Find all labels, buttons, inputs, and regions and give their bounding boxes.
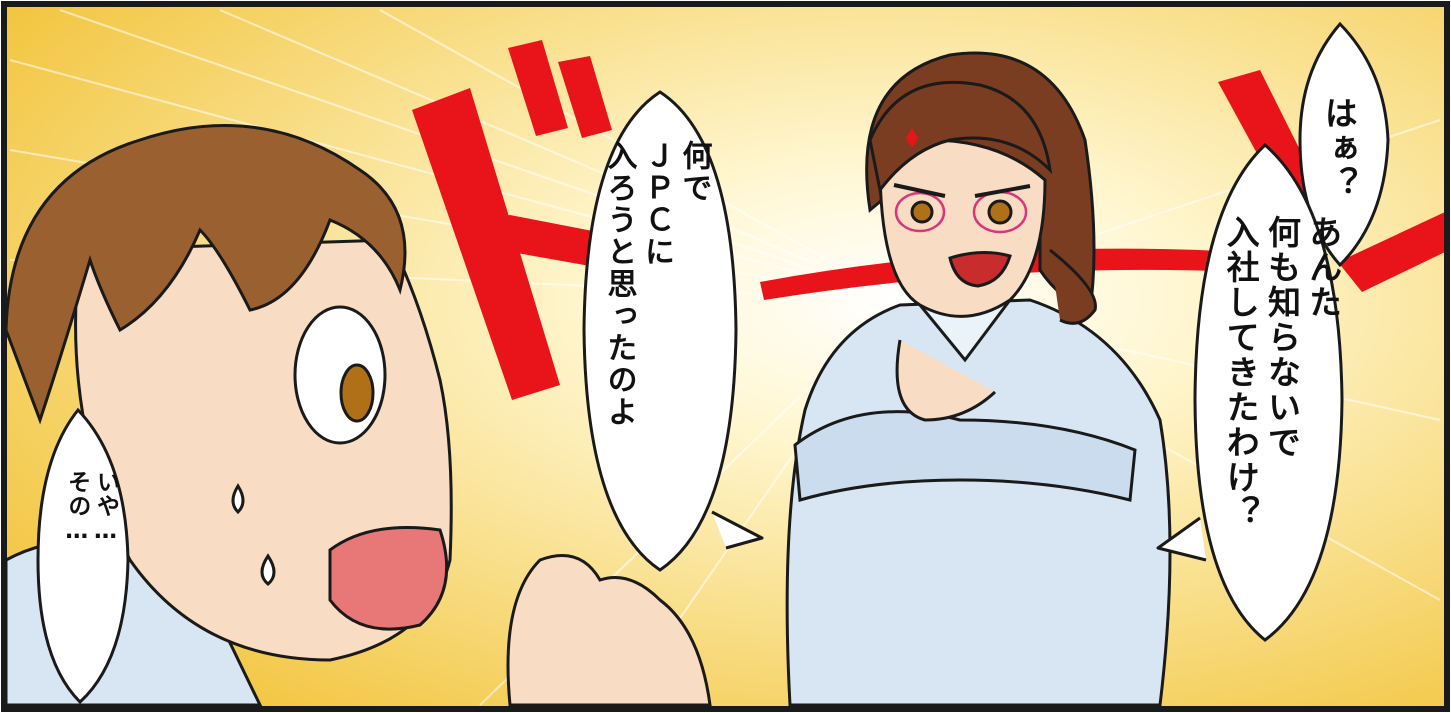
speech-bubbles [36,21,1390,705]
bubble-center-text: 何で ＪＰＣに 入ろうと思ったのよ [601,140,712,428]
bubble-right-top-shape [1298,21,1390,268]
bubble-left-text: いや… その… [63,470,119,545]
woman-character [785,51,1172,707]
sfx-don [412,40,1445,400]
bubble-center-shape [582,90,738,572]
man-character [4,123,712,707]
bubble-right-top-text: はぁ？ [1319,96,1359,201]
bubble-right-shape [1193,142,1344,642]
bubble-right-text: あんた 何も知らないで 入社してきたわけ？ [1221,215,1343,530]
bubble-left-shape [36,407,130,705]
